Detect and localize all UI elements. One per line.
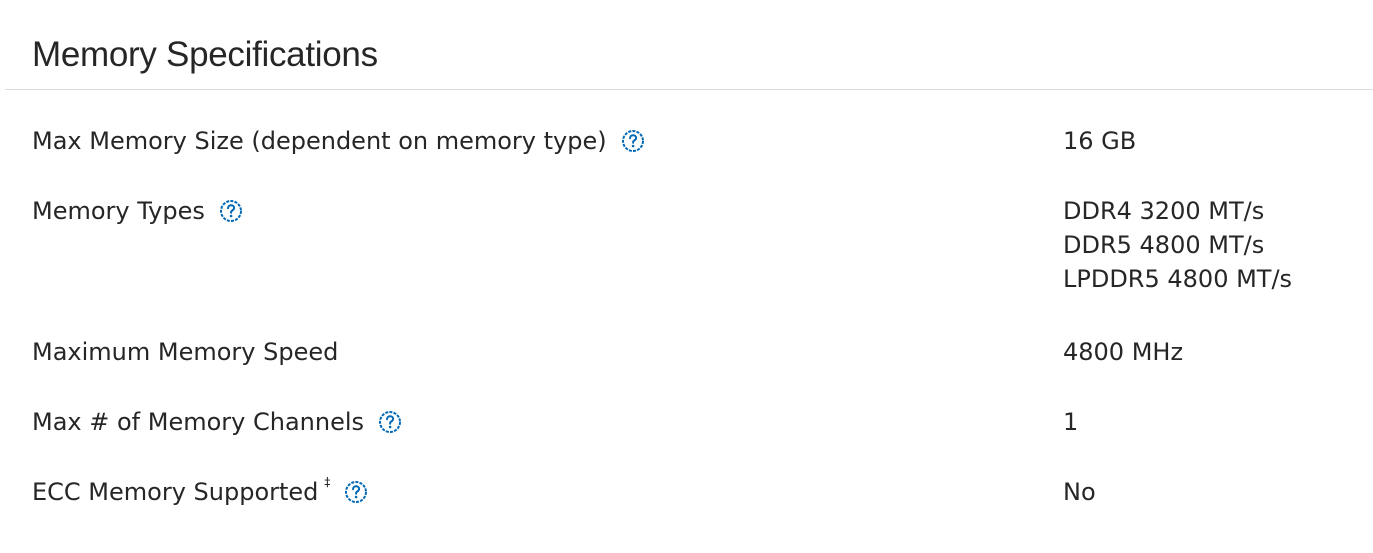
spec-row-max-memory-size: Max Memory Size (dependent on memory typ… xyxy=(32,124,1352,194)
spec-row-memory-types: Memory Types DDR4 3200 MT/s DDR5 4800 MT… xyxy=(32,194,1352,335)
question-circle-icon[interactable] xyxy=(344,480,368,504)
spec-value: DDR4 3200 MT/s DDR5 4800 MT/s LPDDR5 480… xyxy=(1063,197,1293,293)
spec-label: Maximum Memory Speed xyxy=(32,338,339,366)
question-circle-icon[interactable] xyxy=(219,199,243,223)
question-circle-icon[interactable] xyxy=(621,129,645,153)
section-title: Memory Specifications xyxy=(32,35,378,74)
spec-label: Max # of Memory Channels xyxy=(32,408,365,436)
spec-row-memory-channels: Max # of Memory Channels 1 xyxy=(32,405,1352,475)
spec-value: 1 xyxy=(1063,408,1079,436)
spec-label: Memory Types xyxy=(32,197,205,225)
section-divider xyxy=(5,89,1373,90)
spec-row-ecc-memory: ECC Memory Supported ‡ No xyxy=(32,475,1352,545)
question-circle-icon[interactable] xyxy=(378,410,402,434)
spec-label: ECC Memory Supported xyxy=(32,478,319,506)
spec-label: Max Memory Size (dependent on memory typ… xyxy=(32,127,607,155)
spec-list: Max Memory Size (dependent on memory typ… xyxy=(32,124,1352,545)
spec-value: 4800 MHz xyxy=(1063,338,1184,366)
spec-row-max-memory-speed: Maximum Memory Speed 4800 MHz xyxy=(32,335,1352,405)
spec-value: No xyxy=(1063,478,1096,506)
spec-value: 16 GB xyxy=(1063,127,1137,155)
footnote-mark[interactable]: ‡ xyxy=(324,475,331,489)
